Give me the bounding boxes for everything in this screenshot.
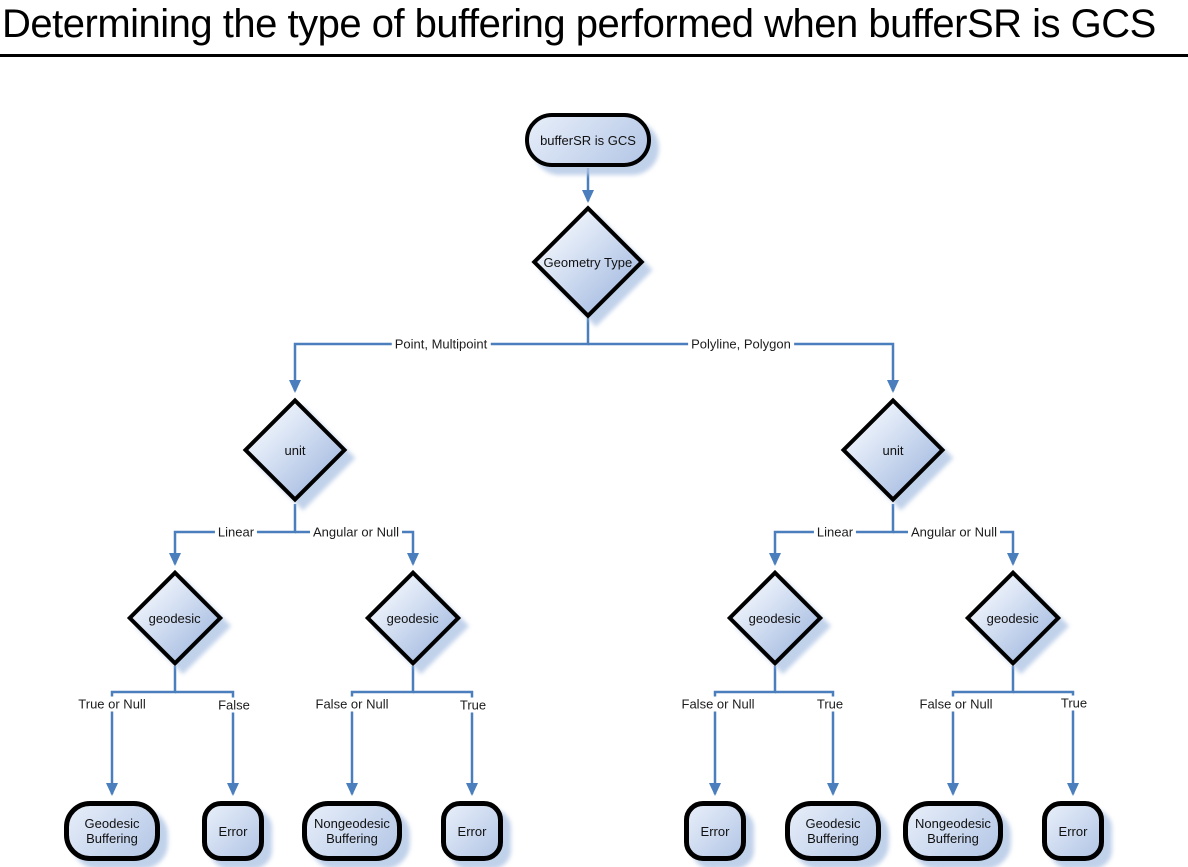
connector-geodesic1-to-terminal2 — [175, 690, 239, 796]
edge-label-false-or-null-3: False or Null — [916, 696, 996, 712]
terminal-geodesic-buffering-1: Geodesic Buffering — [64, 801, 160, 861]
edge-label-angular-left: Angular or Null — [310, 524, 402, 540]
diagram-title: Determining the type of buffering perfor… — [0, 0, 1188, 57]
edge-label-true-2: True — [813, 696, 847, 712]
decision-label: geodesic — [386, 610, 440, 626]
connector-geodesic3-to-terminal6 — [775, 690, 839, 796]
edge-label-polyline-polygon: Polyline, Polygon — [688, 336, 794, 352]
edge-label-point-multipoint: Point, Multipoint — [391, 336, 491, 352]
diamond-shape: geodesic — [726, 569, 824, 667]
diamond-shape: unit — [242, 397, 348, 503]
decision-label: unit — [882, 442, 904, 458]
terminal-nongeodesic-buffering-1: Nongeodesic Buffering — [302, 801, 402, 861]
connector-geodesic1-to-terminal1 — [106, 666, 177, 796]
terminal-error-2: Error — [441, 801, 503, 861]
terminal-nongeodesic-buffering-2: Nongeodesic Buffering — [903, 801, 1003, 861]
decision-label: unit — [284, 442, 306, 458]
diamond-shape: unit — [840, 397, 946, 503]
diamond-shape: geodesic — [364, 569, 462, 667]
decision-geodesic-1: geodesic — [126, 569, 224, 667]
edge-label-false-or-null-2: False or Null — [678, 696, 758, 712]
connector-geometry-to-unit-left — [289, 318, 590, 393]
terminal-error-3: Error — [684, 801, 746, 861]
edge-label-true-or-null: True or Null — [75, 696, 149, 712]
decision-geodesic-2: geodesic — [364, 569, 462, 667]
edge-label-linear-left: Linear — [214, 524, 258, 540]
terminal-geodesic-buffering-2: Geodesic Buffering — [785, 801, 881, 861]
terminal-error-4: Error — [1042, 801, 1104, 861]
decision-unit-left: unit — [242, 397, 348, 503]
decision-geodesic-3: geodesic — [726, 569, 824, 667]
decision-label: geodesic — [148, 610, 202, 626]
edge-label-false-or-null-1: False or Null — [312, 696, 392, 712]
edge-label-true-3: True — [1057, 695, 1091, 711]
decision-geodesic-4: geodesic — [964, 569, 1062, 667]
decision-unit-right: unit — [840, 397, 946, 503]
edge-label-true-1: True — [456, 697, 490, 713]
decision-geometry-type: Geometry Type — [531, 205, 645, 319]
connector-geodesic4-to-terminal7 — [947, 666, 1015, 796]
decision-label: Geometry Type — [543, 254, 633, 270]
connector-geodesic2-to-terminal4 — [413, 690, 478, 796]
edge-label-angular-right: Angular or Null — [908, 524, 1000, 540]
diamond-shape: Geometry Type — [531, 205, 645, 319]
edge-label-false-1: False — [215, 697, 253, 713]
diamond-shape: geodesic — [126, 569, 224, 667]
terminal-error-1: Error — [202, 801, 264, 861]
edge-label-linear-right: Linear — [813, 524, 857, 540]
connector-geodesic2-to-terminal3 — [346, 666, 415, 796]
start-node: bufferSR is GCS — [525, 113, 651, 167]
connector-geodesic4-to-terminal8 — [1013, 690, 1079, 796]
decision-label: geodesic — [986, 610, 1040, 626]
decision-label: geodesic — [748, 610, 802, 626]
diamond-shape: geodesic — [964, 569, 1062, 667]
connector-geodesic3-to-terminal5 — [709, 666, 777, 796]
